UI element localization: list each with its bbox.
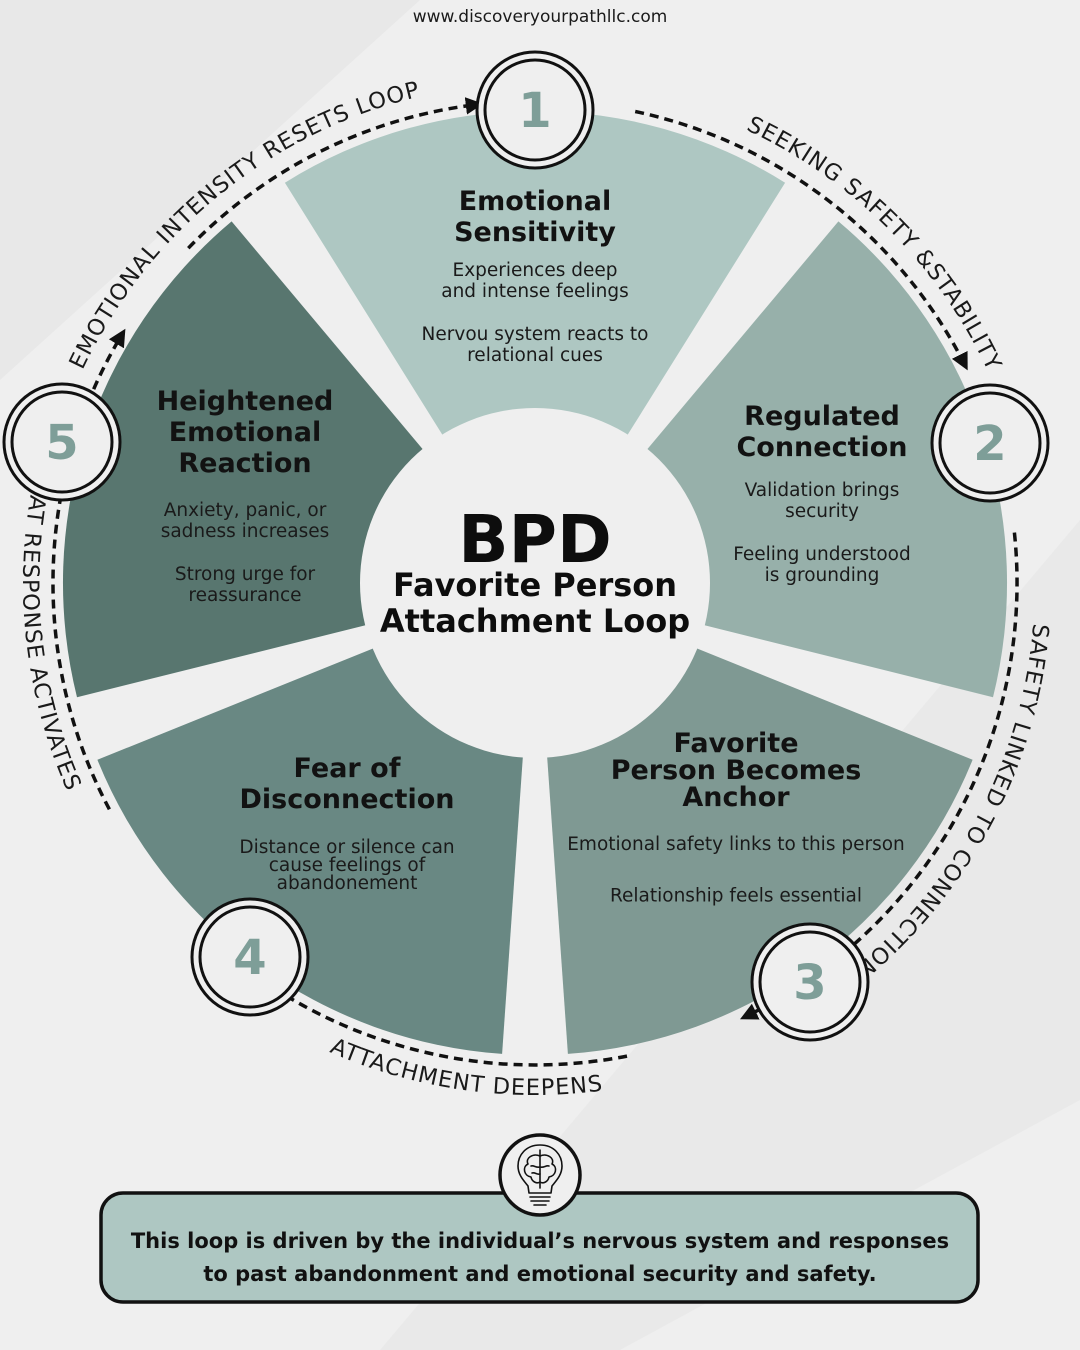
stage-2-title-line-1: Regulated	[744, 401, 900, 432]
note-line-1: This loop is driven by the individual’s …	[131, 1229, 949, 1253]
transition-arrow-1	[634, 109, 968, 371]
center-acronym: BPD	[458, 501, 611, 578]
stage-3-title-line-1: Favorite	[673, 728, 798, 759]
lightbulb-brain-icon	[517, 1144, 563, 1206]
stage-1-body-line-2: and intense feelings	[441, 281, 628, 302]
stage-2-body-line-5: is grounding	[765, 565, 880, 586]
stage-5-title-line-3: Reaction	[178, 448, 311, 479]
stage-4-body-line-1: Distance or silence can	[239, 837, 454, 858]
center-disc	[360, 408, 710, 758]
stage-badge-4: 4	[190, 897, 310, 1017]
center-hub: BPD Favorite Person Attachment Loop	[360, 408, 710, 758]
stage-5-body-line-5: reassurance	[188, 585, 301, 606]
stage-5-title-line-1: Heightened	[157, 386, 334, 417]
stage-badge-1: 1	[475, 50, 595, 170]
stage-number-1: 1	[518, 83, 551, 139]
stage-4-title-line-2: Disconnection	[240, 784, 455, 815]
stage-2-body-line-2: security	[785, 501, 859, 522]
stage-5-body-line-2: sadness increases	[161, 521, 330, 542]
stage-badge-3: 3	[750, 922, 870, 1042]
stage-1-title-line-2: Sensitivity	[454, 217, 616, 248]
center-subtitle-line-2: Attachment Loop	[380, 602, 690, 640]
stage-4-title-line-1: Fear of	[294, 753, 401, 784]
stage-number-badges: 1 2 3 4 5	[2, 50, 1050, 1042]
stage-2-title-line-2: Connection	[736, 432, 907, 463]
stage-badge-5: 5	[2, 382, 122, 502]
note-line-2: to past abandonment and emotional securi…	[203, 1262, 876, 1286]
stage-wedge-1	[284, 110, 786, 584]
stage-number-4: 4	[233, 930, 266, 986]
stage-1-body-line-4: Nervou system reacts to	[422, 324, 649, 345]
stage-5-body-line-4: Strong urge for	[175, 564, 316, 585]
stage-4-body-line-2: cause feelings of	[269, 855, 426, 876]
stage-2-body-line-4: Feeling understood	[733, 544, 910, 565]
stage-number-5: 5	[45, 415, 78, 471]
stage-1-title-line-1: Emotional	[459, 186, 612, 217]
stage-number-3: 3	[793, 955, 826, 1011]
note-box: This loop is driven by the individual’s …	[99, 1133, 980, 1304]
stage-badge-2: 2	[930, 383, 1050, 503]
stage-number-2: 2	[973, 416, 1006, 472]
stage-3-title-line-3: Anchor	[682, 782, 790, 813]
transition-arrow-5	[187, 97, 484, 250]
stage-5-body-line-1: Anxiety, panic, or	[164, 500, 327, 521]
stage-3-title-line-2: Person Becomes	[611, 755, 862, 786]
stage-1-body-line-5: relational cues	[467, 345, 603, 366]
stage-2-body-line-1: Validation brings	[745, 480, 900, 501]
stage-5-title-line-2: Emotional	[169, 417, 322, 448]
website-url: www.discoveryourpathllc.com	[413, 7, 668, 27]
stage-3-body-line-3: Relationship feels essential	[610, 885, 862, 906]
center-subtitle-line-1: Favorite Person	[393, 566, 677, 604]
stage-3-body-line-1: Emotional safety links to this person	[567, 834, 905, 855]
stage-4-body-line-3: abandonement	[277, 873, 418, 894]
stage-1-body-line-1: Experiences deep	[453, 260, 618, 281]
